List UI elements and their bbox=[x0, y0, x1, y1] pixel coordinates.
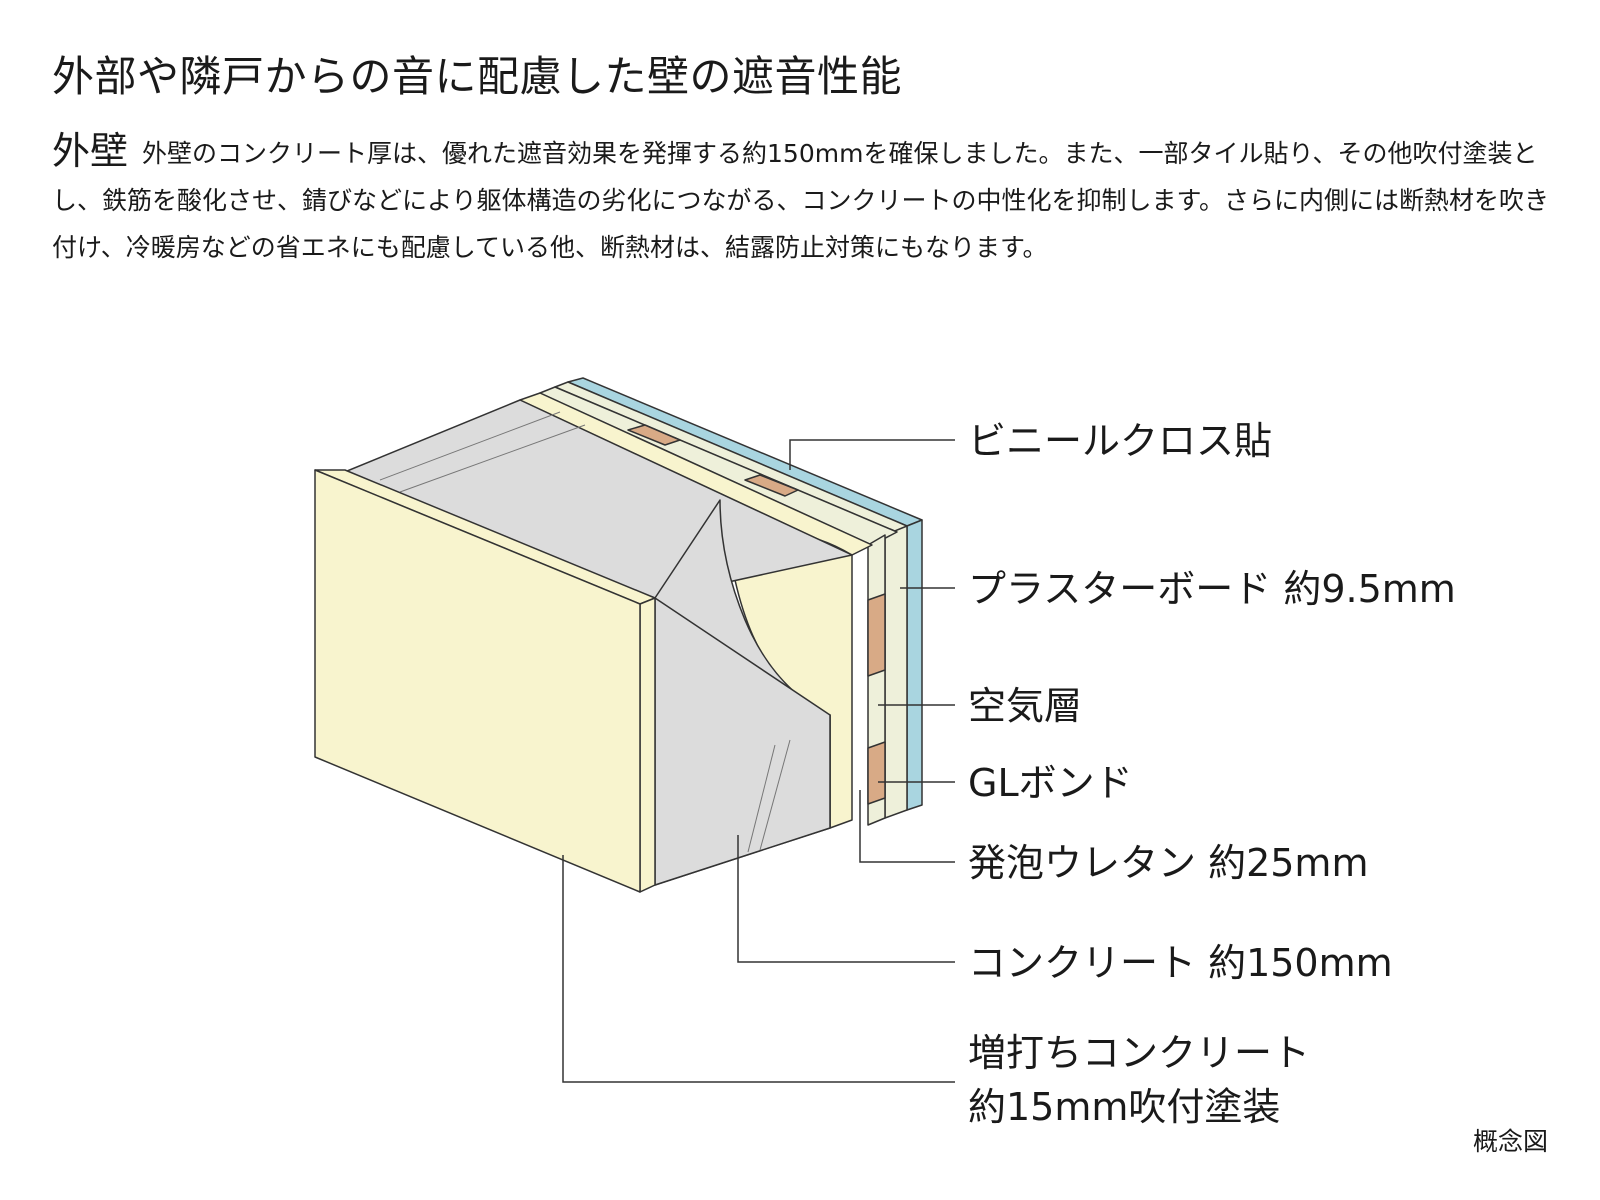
section-body: 外壁のコンクリート厚は、優れた遮音効果を発揮する約150mmを確保しました。また… bbox=[52, 139, 1550, 262]
label-gl-bond: GLボンド bbox=[968, 761, 1133, 805]
leader-extra-concrete bbox=[562, 855, 955, 1083]
label-vinyl-cloth: ビニールクロス貼 bbox=[968, 419, 1272, 463]
extra-layer-front bbox=[314, 469, 641, 893]
wall-block bbox=[314, 377, 923, 893]
leader-lines bbox=[562, 439, 955, 1083]
leader-vinyl-cloth bbox=[789, 439, 955, 470]
extra-layer-side bbox=[639, 597, 656, 893]
label-urethane: 発泡ウレタン 約25mm bbox=[968, 841, 1368, 885]
label-concrete: コンクリート 約150mm bbox=[968, 941, 1393, 985]
label-extra-concrete-line1: 増打ちコンクリート bbox=[968, 1031, 1310, 1075]
label-extra-concrete-line2: 約15mm吹付塗装 bbox=[968, 1085, 1280, 1129]
plasterboard-side bbox=[884, 525, 908, 819]
page-title: 外部や隣戸からの音に配慮した壁の遮音性能 bbox=[52, 52, 903, 101]
gl-bond-dab-side-2 bbox=[867, 741, 886, 805]
label-plasterboard: プラスターボード 約9.5mm bbox=[968, 567, 1456, 611]
leader-concrete bbox=[737, 835, 955, 963]
gl-bond-dab-side-1 bbox=[867, 593, 886, 677]
concept-diagram-note: 概念図 bbox=[1473, 1127, 1548, 1156]
leader-urethane bbox=[859, 790, 955, 863]
vinyl-cloth-side bbox=[906, 519, 923, 811]
diagram-labels: ビニールクロス貼 プラスターボード 約9.5mm 空気層 GLボンド 発泡ウレタ… bbox=[968, 419, 1548, 1156]
label-air-layer: 空気層 bbox=[968, 684, 1082, 728]
gl-bond-dab-top-1 bbox=[627, 424, 681, 446]
section-heading: 外壁 bbox=[52, 129, 129, 173]
gl-bond-dab-top-2 bbox=[744, 474, 799, 497]
intro-paragraph: 外壁外壁のコンクリート厚は、優れた遮音効果を発揮する約150mmを確保しました。… bbox=[52, 128, 1552, 271]
